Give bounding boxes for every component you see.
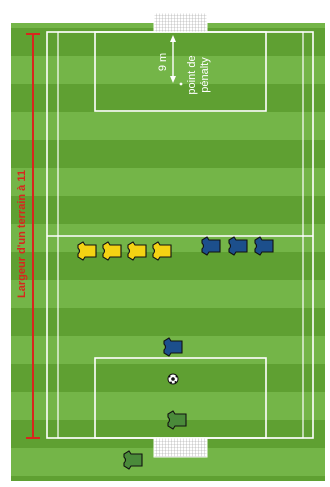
ball-icon	[168, 374, 178, 384]
blue-player-shirt	[202, 237, 220, 255]
penalty-spot	[180, 83, 183, 86]
blue-player-shirt	[255, 237, 273, 255]
penalty-label-line2: pénalty	[199, 57, 211, 93]
penalty-label-line1: point de	[186, 55, 198, 94]
top-goal-net	[154, 13, 207, 32]
bottom-goal-net	[154, 438, 207, 457]
blue-player-shirt	[229, 237, 247, 255]
yellow-player-shirt	[128, 242, 146, 260]
yellow-player-shirt	[78, 242, 96, 260]
goalkeeper-shirt	[168, 411, 186, 429]
distance-label: 9 m	[157, 53, 169, 71]
yellow-player-shirt	[153, 242, 171, 260]
yellow-player-shirt	[103, 242, 121, 260]
outside-player-shirt	[124, 451, 142, 469]
width-label: Largeur d'un terrain à 11	[16, 170, 28, 298]
blue-attacker-shirt	[164, 338, 182, 356]
